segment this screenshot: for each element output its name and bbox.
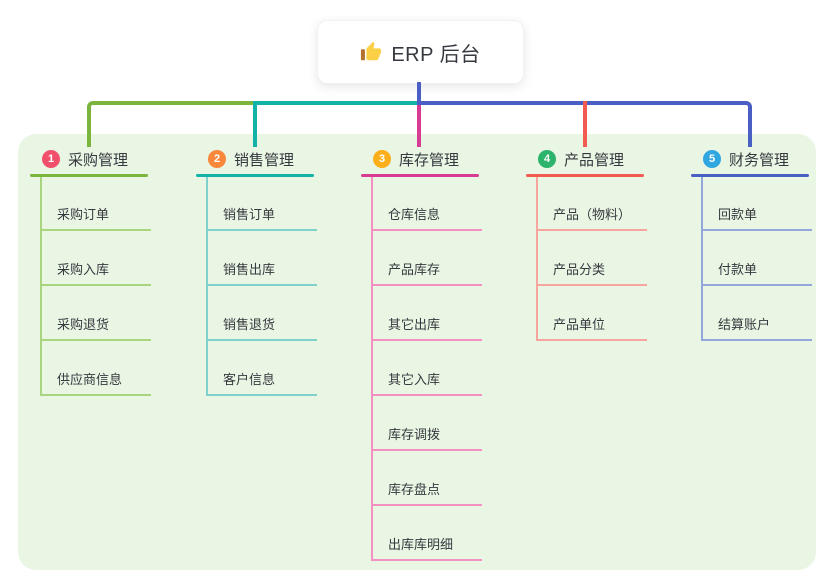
child-item-label: 采购订单 xyxy=(57,207,110,222)
branch-title: 产品管理 xyxy=(564,151,625,169)
child-item[interactable]: 销售退货 xyxy=(206,315,317,341)
branch-underline xyxy=(691,174,809,177)
child-item-label: 出库库明细 xyxy=(388,537,454,552)
branch-child-spine xyxy=(206,177,208,396)
connector-branch-1-elbow xyxy=(87,101,255,147)
child-item[interactable]: 付款单 xyxy=(701,260,812,286)
connector-stem xyxy=(417,82,421,101)
child-item-label: 采购入库 xyxy=(57,262,110,277)
child-item-label: 结算账户 xyxy=(718,317,771,332)
child-item[interactable]: 产品库存 xyxy=(371,260,482,286)
root-node[interactable]: ERP 后台 xyxy=(317,20,524,84)
child-item-label: 其它出库 xyxy=(388,317,441,332)
child-item-label: 产品库存 xyxy=(388,262,441,277)
child-item[interactable]: 回款单 xyxy=(701,205,812,231)
child-item[interactable]: 结算账户 xyxy=(701,315,812,341)
child-item-label: 客户信息 xyxy=(223,372,276,387)
child-item-label: 仓库信息 xyxy=(388,207,441,222)
child-item-label: 产品分类 xyxy=(553,262,606,277)
branch-header-4[interactable]: 4 产品管理 xyxy=(538,149,624,169)
branch-underline xyxy=(526,174,644,177)
child-item[interactable]: 采购入库 xyxy=(40,260,151,286)
branch-child-spine xyxy=(701,177,703,341)
branch-title: 财务管理 xyxy=(729,151,790,169)
branch-badge: 5 xyxy=(703,150,721,168)
child-item-label: 产品单位 xyxy=(553,317,606,332)
branch-badge: 3 xyxy=(373,150,391,168)
child-item-label: 采购退货 xyxy=(57,317,110,332)
child-item[interactable]: 库存调拨 xyxy=(371,425,482,451)
branch-title: 销售管理 xyxy=(234,151,295,169)
child-item[interactable]: 销售订单 xyxy=(206,205,317,231)
child-item[interactable]: 库存盘点 xyxy=(371,480,482,506)
thumbs-up-icon xyxy=(360,41,382,63)
branch-child-spine xyxy=(371,177,373,561)
child-item-label: 回款单 xyxy=(718,207,758,222)
child-item[interactable]: 采购订单 xyxy=(40,205,151,231)
child-item-label: 其它入库 xyxy=(388,372,441,387)
child-item-label: 库存盘点 xyxy=(388,482,441,497)
branch-header-3[interactable]: 3 库存管理 xyxy=(373,149,459,169)
connector-horizontal-left xyxy=(255,101,417,105)
branch-header-2[interactable]: 2 销售管理 xyxy=(208,149,294,169)
child-item-label: 产品（物料） xyxy=(553,207,632,222)
child-item[interactable]: 出库库明细 xyxy=(371,535,482,561)
child-item[interactable]: 采购退货 xyxy=(40,315,151,341)
root-node-label: ERP 后台 xyxy=(391,43,481,66)
branch-underline xyxy=(30,174,148,177)
child-item[interactable]: 产品单位 xyxy=(536,315,647,341)
child-item[interactable]: 供应商信息 xyxy=(40,370,151,396)
branch-title: 库存管理 xyxy=(399,151,460,169)
branch-badge: 4 xyxy=(538,150,556,168)
child-item[interactable]: 仓库信息 xyxy=(371,205,482,231)
child-item[interactable]: 其它出库 xyxy=(371,315,482,341)
branch-badge: 2 xyxy=(208,150,226,168)
child-item[interactable]: 客户信息 xyxy=(206,370,317,396)
branch-child-spine xyxy=(536,177,538,341)
branch-underline xyxy=(196,174,314,177)
branch-title: 采购管理 xyxy=(68,151,129,169)
connector-branch-3-drop xyxy=(417,105,421,147)
branch-header-1[interactable]: 1 采购管理 xyxy=(42,149,128,169)
branches-background-panel xyxy=(18,134,816,570)
child-item[interactable]: 销售出库 xyxy=(206,260,317,286)
child-item-label: 库存调拨 xyxy=(388,427,441,442)
branch-header-5[interactable]: 5 财务管理 xyxy=(703,149,789,169)
child-item-label: 销售订单 xyxy=(223,207,276,222)
child-item[interactable]: 其它入库 xyxy=(371,370,482,396)
branch-child-spine xyxy=(40,177,42,396)
branch-underline xyxy=(361,174,479,177)
child-item-label: 销售出库 xyxy=(223,262,276,277)
child-item-label: 付款单 xyxy=(718,262,758,277)
child-item[interactable]: 产品分类 xyxy=(536,260,647,286)
branch-badge: 1 xyxy=(42,150,60,168)
connector-branch-4-drop xyxy=(583,101,587,147)
connector-branch-2-drop xyxy=(253,101,257,147)
child-item-label: 销售退货 xyxy=(223,317,276,332)
child-item-label: 供应商信息 xyxy=(57,372,123,387)
child-item[interactable]: 产品（物料） xyxy=(536,205,647,231)
